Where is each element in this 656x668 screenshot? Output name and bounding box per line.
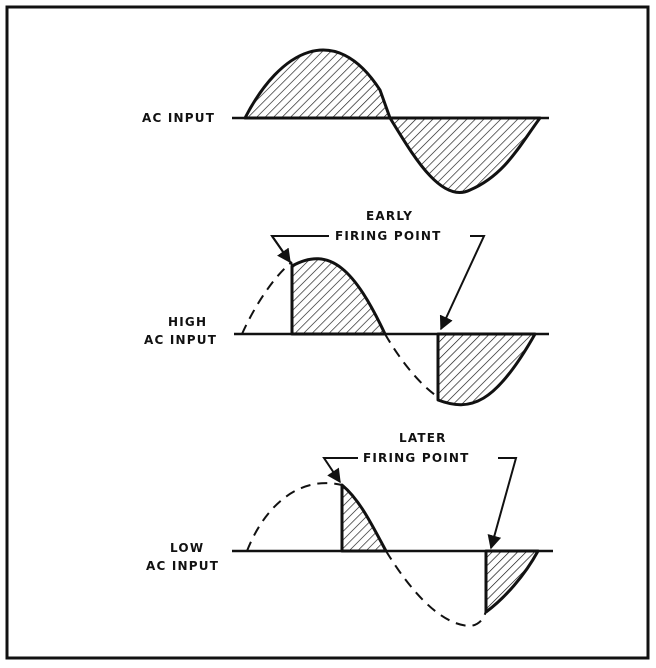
panel-3-dashed-rise <box>246 482 343 552</box>
panel-3-label-line-1: LOW <box>170 541 204 555</box>
figure-border <box>5 5 650 660</box>
panel-2-callout-bracket-right <box>439 235 486 331</box>
panel-3-label-line-2: AC INPUT <box>146 559 219 573</box>
panel-2-label-line-2: AC INPUT <box>144 333 217 347</box>
panel-ac-input: AC INPUT <box>142 48 549 194</box>
panel-2-callout-arrow-left <box>271 235 291 264</box>
panel-2-label-line-1: HIGH <box>168 315 207 329</box>
panel-1-label: AC INPUT <box>142 111 215 125</box>
panel-3-negative-conduction <box>484 549 540 614</box>
panel-3-callout-line-2: FIRING POINT <box>363 451 470 465</box>
panel-2-callout-line-2: FIRING POINT <box>335 229 442 243</box>
panel-3-callout-bracket-right <box>487 457 518 550</box>
panel-3-callout-line-1: LATER <box>399 431 447 445</box>
panel-high-ac-input: HIGH AC INPUT EARLY FIRING POINT <box>144 209 549 407</box>
panel-2-callout-line-1: EARLY <box>366 209 413 223</box>
panel-low-ac-input: LOW AC INPUT LATER FIRING POINT <box>146 431 553 628</box>
panel-1-negative-half <box>388 116 542 194</box>
panel-2-dashed-fall <box>384 333 439 398</box>
panel-2-negative-conduction <box>436 332 537 407</box>
panel-2-positive-conduction <box>290 257 387 336</box>
panel-3-dashed-fall <box>385 550 487 628</box>
panel-3-positive-conduction <box>340 483 388 553</box>
panel-2-dashed-rise <box>241 261 293 335</box>
panel-3-callout-bracket-left <box>322 457 358 484</box>
panel-1-positive-half <box>243 48 392 120</box>
